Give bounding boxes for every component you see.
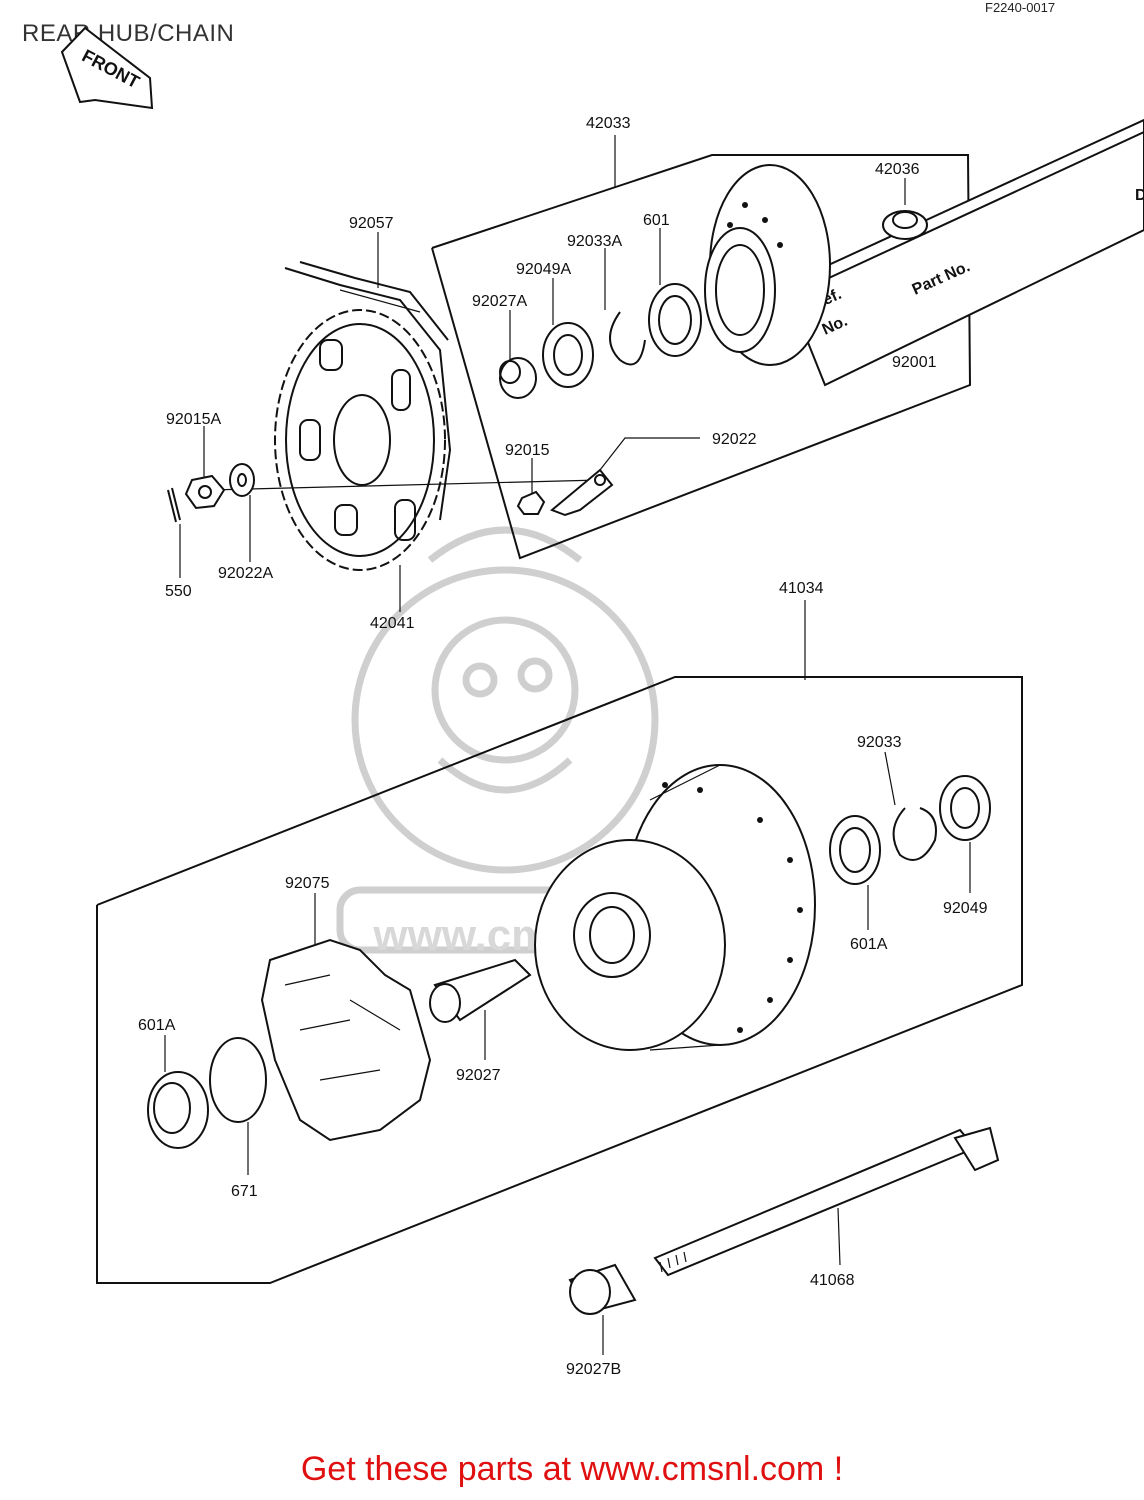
- callout-92075: 92075: [285, 875, 330, 892]
- circlip-92033A: [609, 311, 646, 366]
- leader-41068: [837, 1207, 841, 1266]
- oil-seal-92049: [939, 775, 991, 841]
- callout-92015A: 92015A: [166, 411, 221, 428]
- front-arrow-icon: FRONT: [60, 26, 154, 110]
- nut-92015: [516, 490, 546, 515]
- callout-92033: 92033: [857, 734, 902, 751]
- bearing-601A-left: [147, 1071, 209, 1149]
- callout-92057: 92057: [349, 215, 394, 232]
- callout-601A-right: 601A: [850, 936, 888, 953]
- footer-cta-link[interactable]: Get these parts at www.cmsnl.com !: [300, 1450, 844, 1488]
- callout-41034: 41034: [779, 580, 824, 597]
- axle-41068: [653, 1126, 1000, 1277]
- leader-92022: [599, 437, 700, 471]
- oil-seal-92049A: [542, 322, 594, 388]
- leader-92033: [884, 751, 896, 806]
- callout-601A-left: 601A: [138, 1017, 176, 1034]
- o-ring-671: [209, 1037, 267, 1123]
- callout-92049A: 92049A: [516, 261, 571, 278]
- sprocket-42041: [274, 309, 446, 571]
- lock-plate-92022: [550, 468, 614, 517]
- collar-92027A: [499, 357, 537, 399]
- bearing-601A-right: [829, 815, 881, 885]
- callout-92022: 92022: [712, 431, 757, 448]
- callout-601: 601: [643, 212, 670, 229]
- ref-part-table: Ref. No. Part No. D 92001: [783, 118, 1144, 387]
- callout-42041: 42041: [370, 615, 415, 632]
- drive-chain-92057: [284, 261, 452, 521]
- damper-92075: [260, 938, 432, 1142]
- circlip-92033: [892, 807, 937, 861]
- stud-axis-line: [209, 479, 601, 491]
- callout-42033: 42033: [586, 115, 631, 132]
- footer-cta[interactable]: Get these parts at www.cmsnl.com !: [0, 1450, 1144, 1489]
- table-partial-entry: 92001: [892, 354, 937, 371]
- collar-42036: [882, 210, 928, 240]
- collar-92027B: [568, 1263, 637, 1315]
- callout-92033A: 92033A: [567, 233, 622, 250]
- rear-hub-41034: [534, 764, 816, 1051]
- callout-41068: 41068: [810, 1272, 855, 1289]
- callout-42036: 42036: [875, 161, 920, 178]
- bearing-601: [648, 283, 702, 357]
- callout-671: 671: [231, 1183, 258, 1200]
- callout-92027: 92027: [456, 1067, 501, 1084]
- nut-92015A: [184, 474, 226, 510]
- cotter-pin-550: [167, 487, 181, 523]
- callout-92015: 92015: [505, 442, 550, 459]
- callout-92027A: 92027A: [472, 293, 527, 310]
- washer-92022A: [229, 463, 255, 497]
- callout-92022A: 92022A: [218, 565, 273, 582]
- rear-hub-flange-42033: [704, 164, 831, 366]
- parts-diagram: www.cmsnl.com FRONT Ref. No. Part No. D …: [60, 26, 1144, 1378]
- callout-550: 550: [165, 583, 192, 600]
- callout-92027B: 92027B: [566, 1361, 621, 1378]
- callout-92049: 92049: [943, 900, 988, 917]
- collar-92027: [429, 958, 532, 1023]
- diagram-title: REAR HUB/CHAIN: [22, 20, 235, 47]
- figure-code: F2240-0017: [985, 0, 1056, 15]
- lower-group-outline: [96, 676, 1023, 1284]
- table-partial-letter: D: [1135, 187, 1144, 204]
